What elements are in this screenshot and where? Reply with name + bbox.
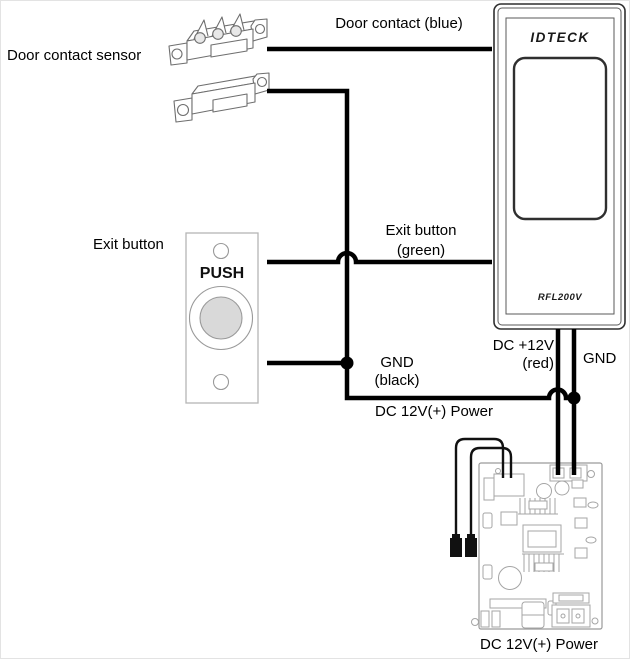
exit-button-wire-label: Exit button (green) <box>385 222 457 259</box>
gnd-wire-label: GND (black) <box>374 354 420 389</box>
door-contact-magnet-drawing <box>173 72 270 123</box>
rfid-reader-drawing: IDTECK RFL200V <box>493 3 626 330</box>
wire-gnd-run <box>267 88 572 401</box>
door-contact-sensor-label: Door contact sensor <box>7 47 142 64</box>
exit-button-drawing: PUSH <box>185 232 259 404</box>
door-contact-wire-label: Door contact (blue) <box>335 15 463 32</box>
dc-power-feed-label: DC 12V(+) Power <box>375 403 493 420</box>
gnd-reader-label: GND <box>583 350 617 367</box>
junction-dot-gnd <box>340 356 354 370</box>
dc-power-supply-label: DC 12V(+) Power <box>480 636 598 653</box>
reader-model-label: RFL200V <box>538 292 582 303</box>
reader-brand-logo: IDTECK <box>530 30 589 45</box>
dc-plus-12v-label: DC +12V (red) <box>492 337 554 372</box>
wire-exit-button <box>267 250 492 265</box>
power-supply-board-drawing <box>471 462 603 630</box>
junction-dot-power <box>567 391 581 405</box>
wires-drawing <box>267 46 581 475</box>
pigtail-wires-drawing <box>450 437 513 557</box>
door-contact-switch-drawing <box>168 13 268 66</box>
push-button-label: PUSH <box>200 265 244 282</box>
exit-button-label: Exit button <box>93 236 164 253</box>
